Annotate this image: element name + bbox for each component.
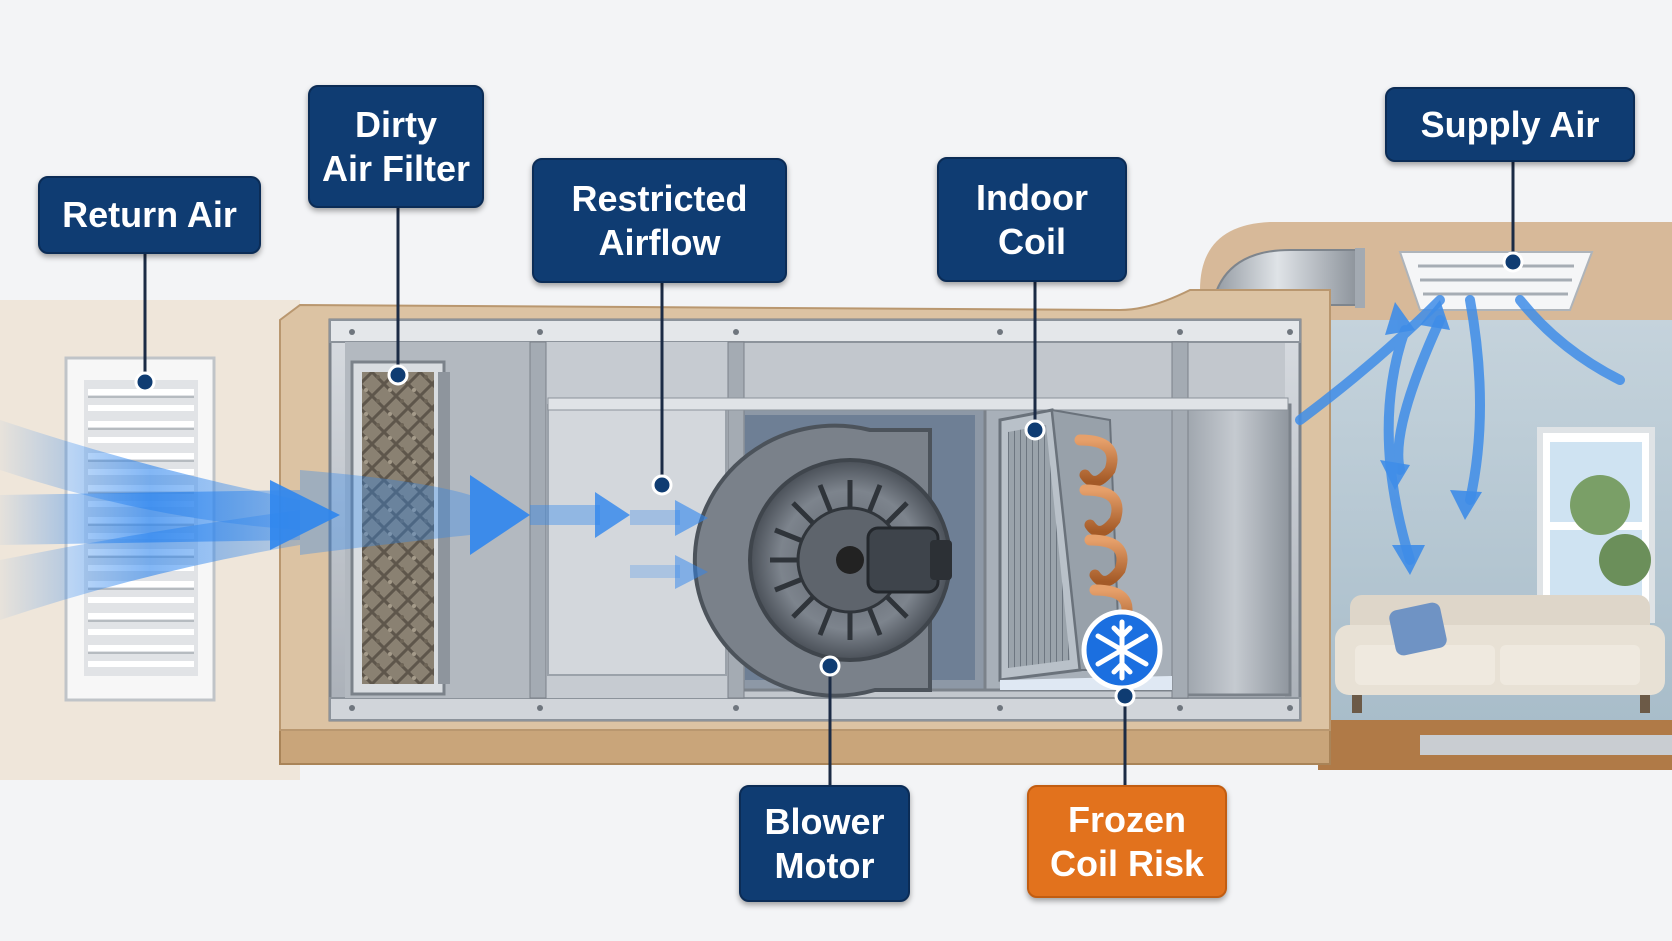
- label-dirty-air-filter: Dirty Air Filter: [308, 85, 484, 208]
- label-return-air: Return Air: [38, 176, 261, 254]
- label-blower-motor: Blower Motor: [739, 785, 910, 902]
- label-restricted-airflow: Restricted Airflow: [532, 158, 787, 283]
- supply-airflow: [1295, 295, 1625, 565]
- blower-wheel: [692, 423, 952, 698]
- label-frozen-coil-risk: Frozen Coil Risk: [1027, 785, 1227, 898]
- leader-lines: [143, 162, 1515, 785]
- platform: [279, 729, 1331, 765]
- label-indoor-coil: Indoor Coil: [937, 157, 1127, 282]
- label-supply-air: Supply Air: [1385, 87, 1635, 162]
- living-room: [1200, 222, 1672, 770]
- snowflake-icon: [1081, 609, 1163, 691]
- dirty-air-filter: [350, 360, 450, 696]
- return-airflow: [0, 420, 708, 620]
- leader-dots: [134, 251, 1524, 707]
- indoor-coil: [998, 408, 1172, 690]
- supply-arrowheads: [1380, 300, 1482, 575]
